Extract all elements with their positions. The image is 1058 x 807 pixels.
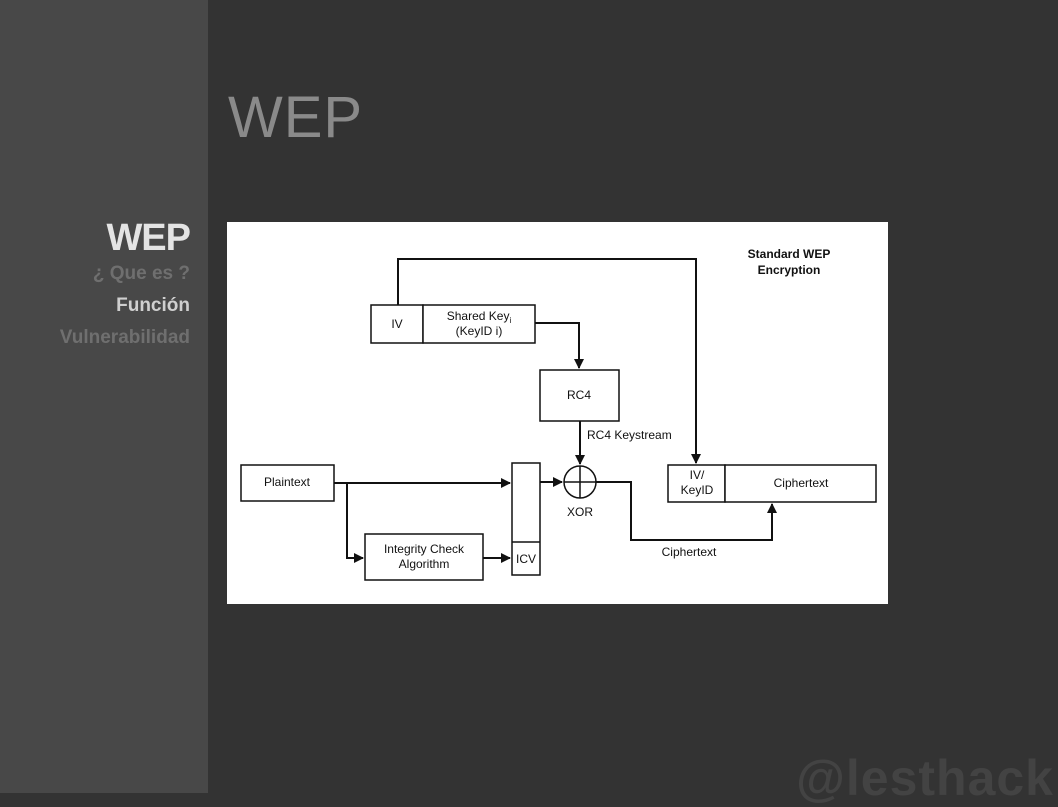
plaintext-label: Plaintext (264, 475, 311, 489)
diagram-canvas: Standard WEP Encryption IV Shared Keyi (… (240, 247, 877, 581)
sidebar: WEP ¿ Que es ? Función Vulnerabilidad (0, 0, 208, 793)
ciphertext-label: Ciphertext (662, 545, 717, 559)
icv-label: ICV (516, 552, 536, 566)
xor-label: XOR (567, 505, 593, 519)
sidebar-item-vulnerabilidad[interactable]: Vulnerabilidad (59, 327, 190, 348)
iv-label: IV (391, 317, 402, 331)
shared-key-label: Shared Keyi (447, 309, 512, 325)
diagram-title-line1: Standard WEP (748, 247, 831, 261)
sidebar-item-que-es[interactable]: ¿ Que es ? (92, 263, 190, 284)
ciphertext-box-label: Ciphertext (774, 476, 829, 490)
arrow-iv-to-output (397, 258, 701, 464)
sidebar-title: WEP (106, 217, 191, 259)
shared-key-box (422, 304, 536, 344)
arrow-plaintext-to-integrity (346, 483, 364, 563)
integrity-label-line2: Algorithm (399, 557, 450, 571)
shared-key-text: Shared Key (447, 309, 510, 323)
iv-keyid-box (667, 464, 726, 503)
sidebar-item-funcion[interactable]: Función (116, 295, 190, 316)
connectors (334, 258, 777, 563)
keyid-label: (KeyID i) (456, 324, 503, 338)
ciphertext-box (724, 464, 877, 503)
sidebar-nav: WEP ¿ Que es ? Función Vulnerabilidad (59, 217, 191, 354)
arrow-key-to-rc4 (535, 322, 584, 369)
iv-keyid-line2: KeyID (681, 483, 714, 497)
slide-title: WEP (228, 85, 364, 150)
wep-encryption-diagram: Standard WEP Encryption IV Shared Keyi (… (227, 222, 888, 604)
iv-box (370, 304, 424, 344)
iv-keyid-line1: IV/ (690, 468, 705, 482)
diagram-title-line2: Encryption (758, 263, 821, 277)
rc4-keystream-label: RC4 Keystream (587, 428, 672, 442)
rc4-label: RC4 (567, 388, 591, 402)
integrity-label-line1: Integrity Check (384, 542, 465, 556)
watermark: @lesthack (796, 750, 1054, 806)
data-column (511, 462, 541, 576)
shared-key-subscript: i (509, 316, 511, 325)
arrow-xor-to-ciphertext (596, 481, 777, 541)
integrity-check-box (364, 533, 484, 581)
